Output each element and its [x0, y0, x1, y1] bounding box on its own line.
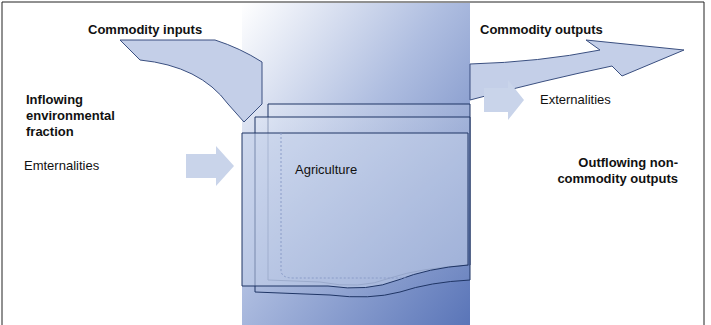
- inflow-arrow: [186, 146, 234, 186]
- flow-heading: Commodity outputs: [480, 22, 603, 38]
- outflow-arrow: [484, 80, 524, 120]
- flow-heading: Inflowing environmental fraction: [26, 92, 166, 140]
- agriculture-band: [242, 3, 470, 325]
- node-label: Agriculture: [295, 162, 357, 177]
- flow-heading: Outflowing non-commodity outputs: [528, 155, 678, 187]
- flow-heading: Commodity inputs: [88, 22, 202, 38]
- page-shape: Agriculture: [241, 132, 470, 322]
- page-outline: [241, 132, 470, 322]
- flow-label: Emternalities: [24, 158, 99, 174]
- flow-label: Externalities: [540, 92, 611, 108]
- input-flow: [120, 40, 262, 122]
